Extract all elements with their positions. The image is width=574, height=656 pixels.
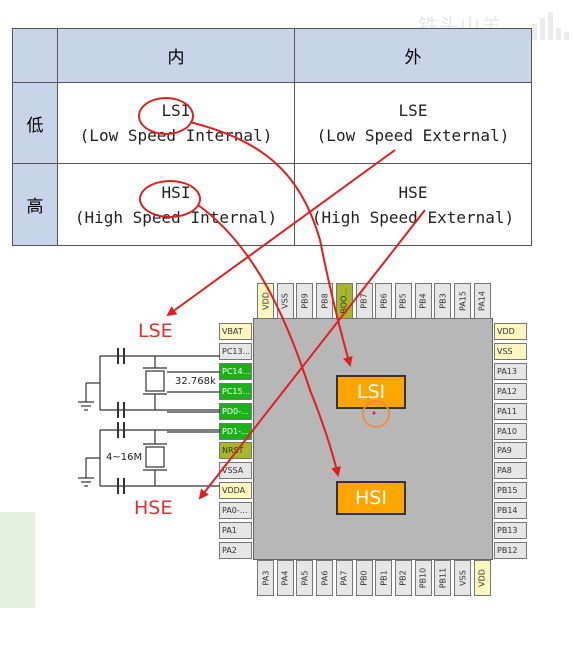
pin-bottom-7: PB2 (394, 560, 412, 596)
corner-cell (12, 28, 58, 83)
pin-top-9: PB3 (434, 283, 452, 319)
pin-top-6: PB6 (375, 283, 393, 319)
pin-left-label: VBAT (222, 327, 243, 336)
pin-right-10: PB13 (494, 522, 527, 539)
oscillator-table: 内 外 低 LSI (Low Speed Internal) LSE (Low … (12, 28, 532, 246)
cursor-highlight (362, 400, 390, 428)
lse-crystal-frequency: 32.768k (175, 376, 216, 387)
pin-left-label: PA2 (222, 545, 237, 555)
pin-bottom-1: PA4 (276, 560, 294, 596)
pin-right-6: PA9 (494, 442, 527, 460)
pin-left-8: VDDA (219, 482, 252, 500)
pin-top-7: PB5 (394, 283, 412, 319)
capacitors (117, 348, 125, 494)
external-crystal-circuit (78, 355, 220, 487)
pin-left-label: PA1 (222, 526, 237, 535)
row-label-high: 高 (12, 163, 58, 246)
cell-hse-full: (High Speed External) (311, 207, 515, 227)
lse-label: LSE (138, 320, 173, 342)
pin-right-11: PB12 (494, 541, 527, 559)
cell-hse-abbr: HSE (398, 182, 428, 202)
pin-right-label: PA13 (497, 366, 517, 376)
pin-right-label: PB12 (497, 545, 518, 555)
pin-bottom-0: PA3 (257, 560, 274, 596)
pin-top-4: BOO... (335, 283, 353, 319)
pin-left-2: PC14... (219, 362, 252, 380)
side-panel-fragment (0, 512, 35, 608)
pin-right-label: PA10 (497, 426, 517, 436)
pin-right-4: PA11 (494, 402, 527, 420)
pin-right-7: PA8 (494, 462, 527, 480)
pin-left-6: NRST (219, 442, 252, 460)
pin-right-label: PB15 (497, 486, 518, 496)
pin-bottom-9: PB11 (434, 560, 452, 596)
pin-right-5: PA10 (494, 422, 527, 440)
cell-lse-full: (Low Speed External) (316, 126, 510, 145)
lsi-highlight-circle (138, 97, 194, 135)
pin-left-label: PC14... (222, 366, 251, 376)
pin-left-9: PA0-... (219, 502, 252, 520)
pin-right-9: PB14 (494, 502, 527, 520)
pin-right-label: PB14 (497, 506, 518, 516)
pin-right-label: VSS (497, 346, 513, 356)
pin-right-0: VDD (494, 323, 527, 340)
row-label-low: 低 (12, 82, 58, 164)
pin-left-label: VDDA (222, 486, 246, 496)
cell-lsi-full: (Low Speed Internal) (79, 126, 273, 145)
header-outer: 外 (294, 28, 532, 83)
hse-crystal-frequency: 4~16M (106, 452, 143, 463)
pin-right-label: VDD (497, 327, 515, 336)
pin-bottom-11: VDD (473, 560, 491, 596)
pin-left-label: PD0-... (222, 406, 249, 416)
pin-bottom-8: PB10 (414, 560, 432, 596)
pin-left-4: PD0-... (219, 402, 252, 420)
header-inner: 内 (57, 28, 295, 83)
pin-top-8: PB4 (414, 283, 432, 319)
hsi-block: HSI (336, 481, 406, 515)
cell-lse-abbr: LSE (398, 101, 428, 120)
pin-left-7: VSSA (219, 462, 252, 480)
pin-right-label: PA12 (497, 386, 517, 396)
pin-bottom-5: PB0 (355, 560, 373, 596)
pin-bottom-6: PB1 (375, 560, 393, 596)
pin-left-label: PC15... (222, 386, 251, 396)
cell-hse: HSE (High Speed External) (294, 163, 532, 246)
table-row-low: 低 LSI (Low Speed Internal) LSE (Low Spee… (12, 82, 532, 164)
pin-left-11: PA2 (219, 541, 252, 559)
pin-top-11: PA14 (473, 283, 491, 319)
pin-right-2: PA13 (494, 362, 527, 380)
pin-left-label: NRST (222, 446, 244, 456)
pin-bottom-3: PA6 (316, 560, 334, 596)
pin-left-label: PA0-... (222, 506, 248, 516)
pin-right-label: PB13 (497, 526, 518, 535)
pin-left-label: PC13... (222, 346, 251, 356)
pin-left-label: PD1-... (222, 426, 249, 436)
pin-right-1: VSS (494, 342, 527, 360)
cell-lse: LSE (Low Speed External) (294, 82, 532, 164)
mcu-chip-body: LSI HSI (253, 318, 493, 560)
pin-left-0: VBAT (219, 323, 252, 340)
pin-top-10: PA15 (454, 283, 471, 319)
pin-right-8: PB15 (494, 482, 527, 500)
pin-top-1: VSS (276, 283, 294, 319)
pin-left-1: PC13... (219, 342, 252, 360)
pin-top-2: PB9 (296, 283, 314, 319)
lsi-block: LSI (336, 375, 406, 409)
pin-left-3: PC15... (219, 382, 252, 400)
pin-left-10: PA1 (219, 522, 252, 539)
hsi-highlight-circle (139, 180, 201, 218)
pin-bottom-10: VSS (454, 560, 471, 596)
hse-label: HSE (134, 497, 173, 519)
pin-right-label: PA8 (497, 466, 512, 476)
pin-right-label: PA11 (497, 406, 517, 416)
table-header-row: 内 外 (12, 28, 532, 83)
table-row-high: 高 HSI (High Speed Internal) HSE (High Sp… (12, 163, 532, 246)
pin-bottom-2: PA5 (296, 560, 314, 596)
pin-right-3: PA12 (494, 382, 527, 400)
annotation-arrows (166, 121, 426, 500)
pin-bottom-4: PA7 (335, 560, 353, 596)
pin-left-label: VSSA (222, 466, 244, 476)
pin-right-label: PA9 (497, 446, 512, 456)
